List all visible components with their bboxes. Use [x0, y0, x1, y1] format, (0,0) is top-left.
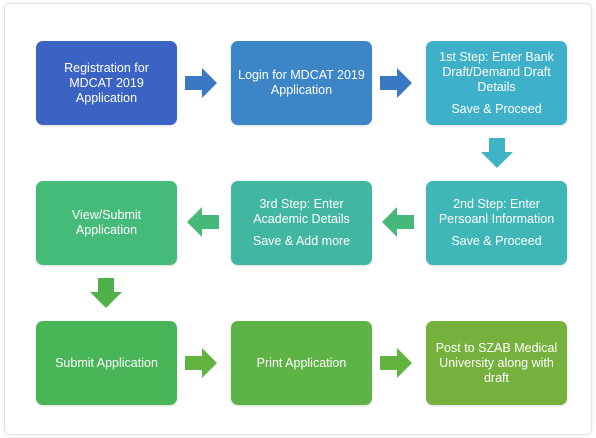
arrow-right-icon — [185, 348, 217, 378]
arrow-down-icon — [481, 138, 513, 168]
step-view-submit: View/Submit Application — [36, 181, 177, 265]
step-personal-info: 2nd Step: Enter Persoanl Information Sav… — [426, 181, 567, 265]
step-registration: Registration for MDCAT 2019 Application — [36, 41, 177, 125]
step-bank-draft-action: Save & Proceed — [451, 101, 542, 116]
step-academic-details-label: 3rd Step: Enter Academic Details — [253, 197, 350, 226]
arrow-right-icon — [380, 348, 412, 378]
step-post-label: Post to SZAB Medical University along wi… — [435, 340, 558, 385]
step-personal-info-label: 2nd Step: Enter Persoanl Information — [438, 197, 555, 226]
arrow-left-icon — [187, 207, 219, 237]
step-print-label: Print Application — [256, 355, 347, 370]
step-bank-draft-label: 1st Step: Enter Bank Draft/Demand Draft … — [439, 49, 554, 94]
step-registration-label: Registration for MDCAT 2019 Application — [64, 60, 149, 105]
step-submit: Submit Application — [36, 321, 177, 405]
step-bank-draft: 1st Step: Enter Bank Draft/Demand Draft … — [426, 41, 567, 125]
step-print: Print Application — [231, 321, 372, 405]
arrow-down-icon — [90, 278, 122, 308]
step-academic-details-action: Save & Add more — [252, 234, 351, 248]
step-view-submit-label: View/Submit Application — [71, 208, 142, 237]
arrow-right-icon — [185, 68, 217, 98]
step-post: Post to SZAB Medical University along wi… — [426, 321, 567, 405]
step-login: Login for MDCAT 2019 Application — [231, 41, 372, 125]
step-academic-details: 3rd Step: Enter Academic Details Save & … — [231, 181, 372, 265]
step-personal-info-action: Save & Proceed — [451, 234, 542, 248]
step-submit-label: Submit Application — [55, 355, 158, 370]
arrow-left-icon — [382, 207, 414, 237]
step-login-label: Login for MDCAT 2019 Application — [238, 68, 365, 97]
arrow-right-icon — [380, 68, 412, 98]
